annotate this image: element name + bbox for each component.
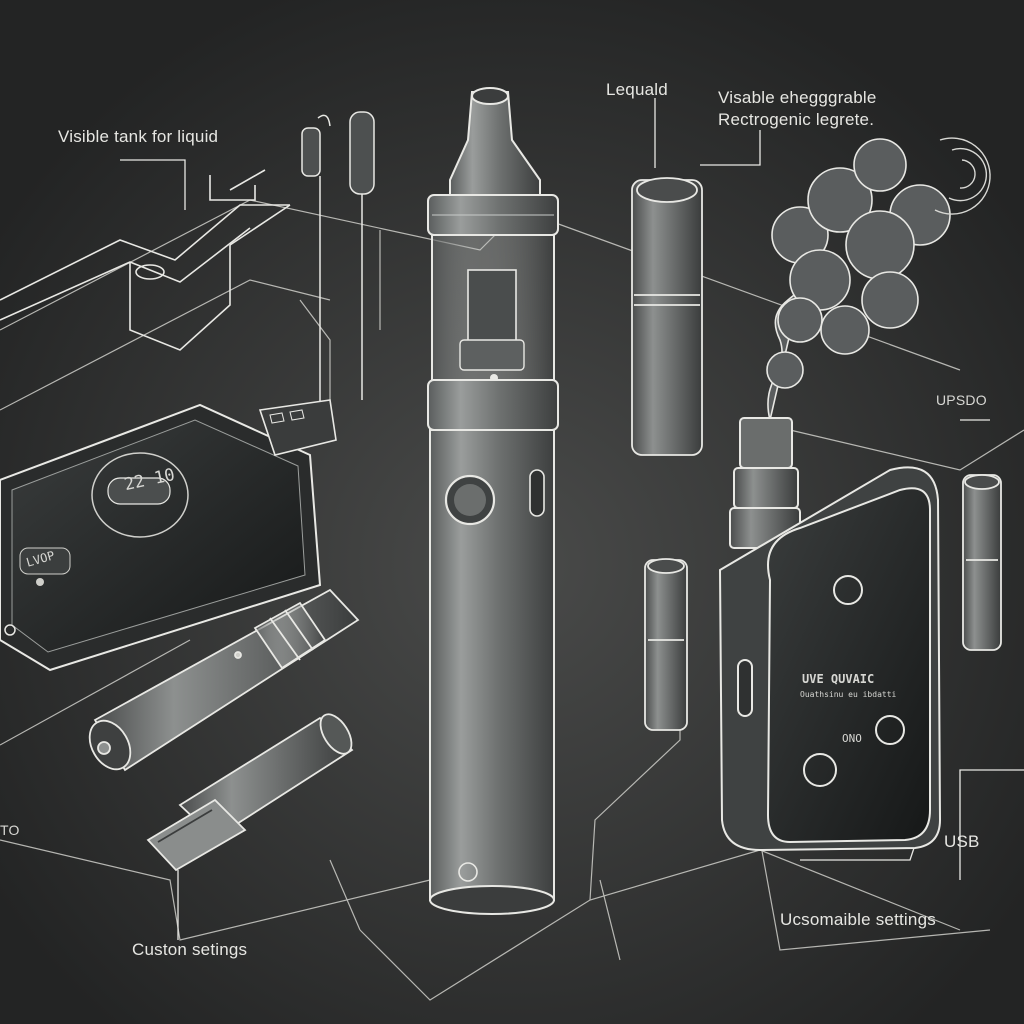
label-rechargeable-1: Visable ehegggrable <box>718 88 877 107</box>
phone-device <box>0 399 337 672</box>
box-mod-readout: ONO <box>842 732 862 745</box>
box-mod-title: UVE QUVAIC <box>802 672 875 686</box>
label-usb: USB <box>944 832 980 851</box>
label-visible-tank: Visible tank for liquid <box>58 127 219 146</box>
mini-pen <box>88 588 360 772</box>
box-mod <box>718 417 942 852</box>
label-liquid: Lequald <box>606 80 668 99</box>
leader-lines <box>120 98 990 940</box>
label-edge-right: UPSDO <box>936 392 987 408</box>
label-rechargeable-2: Rectrogenic legrete. <box>718 110 875 129</box>
connector-cable <box>0 169 291 351</box>
cartridge-tall <box>631 177 703 456</box>
small-parts <box>301 111 375 420</box>
vape-pen <box>427 87 559 915</box>
cartridge-right <box>962 474 1002 651</box>
label-edge-left: TO <box>0 822 20 838</box>
box-mod-subtitle: Ouathsinu eu ibdatti <box>800 690 897 699</box>
usb-stick <box>146 713 354 872</box>
vapor-cloud <box>766 138 951 421</box>
swirl-lines <box>934 137 991 215</box>
label-customizable-settings: Ucsomaible settings <box>780 910 936 929</box>
edge-bracket <box>959 769 1024 880</box>
cartridge-small <box>644 558 688 731</box>
label-custom-settings: Custon setings <box>132 940 248 959</box>
